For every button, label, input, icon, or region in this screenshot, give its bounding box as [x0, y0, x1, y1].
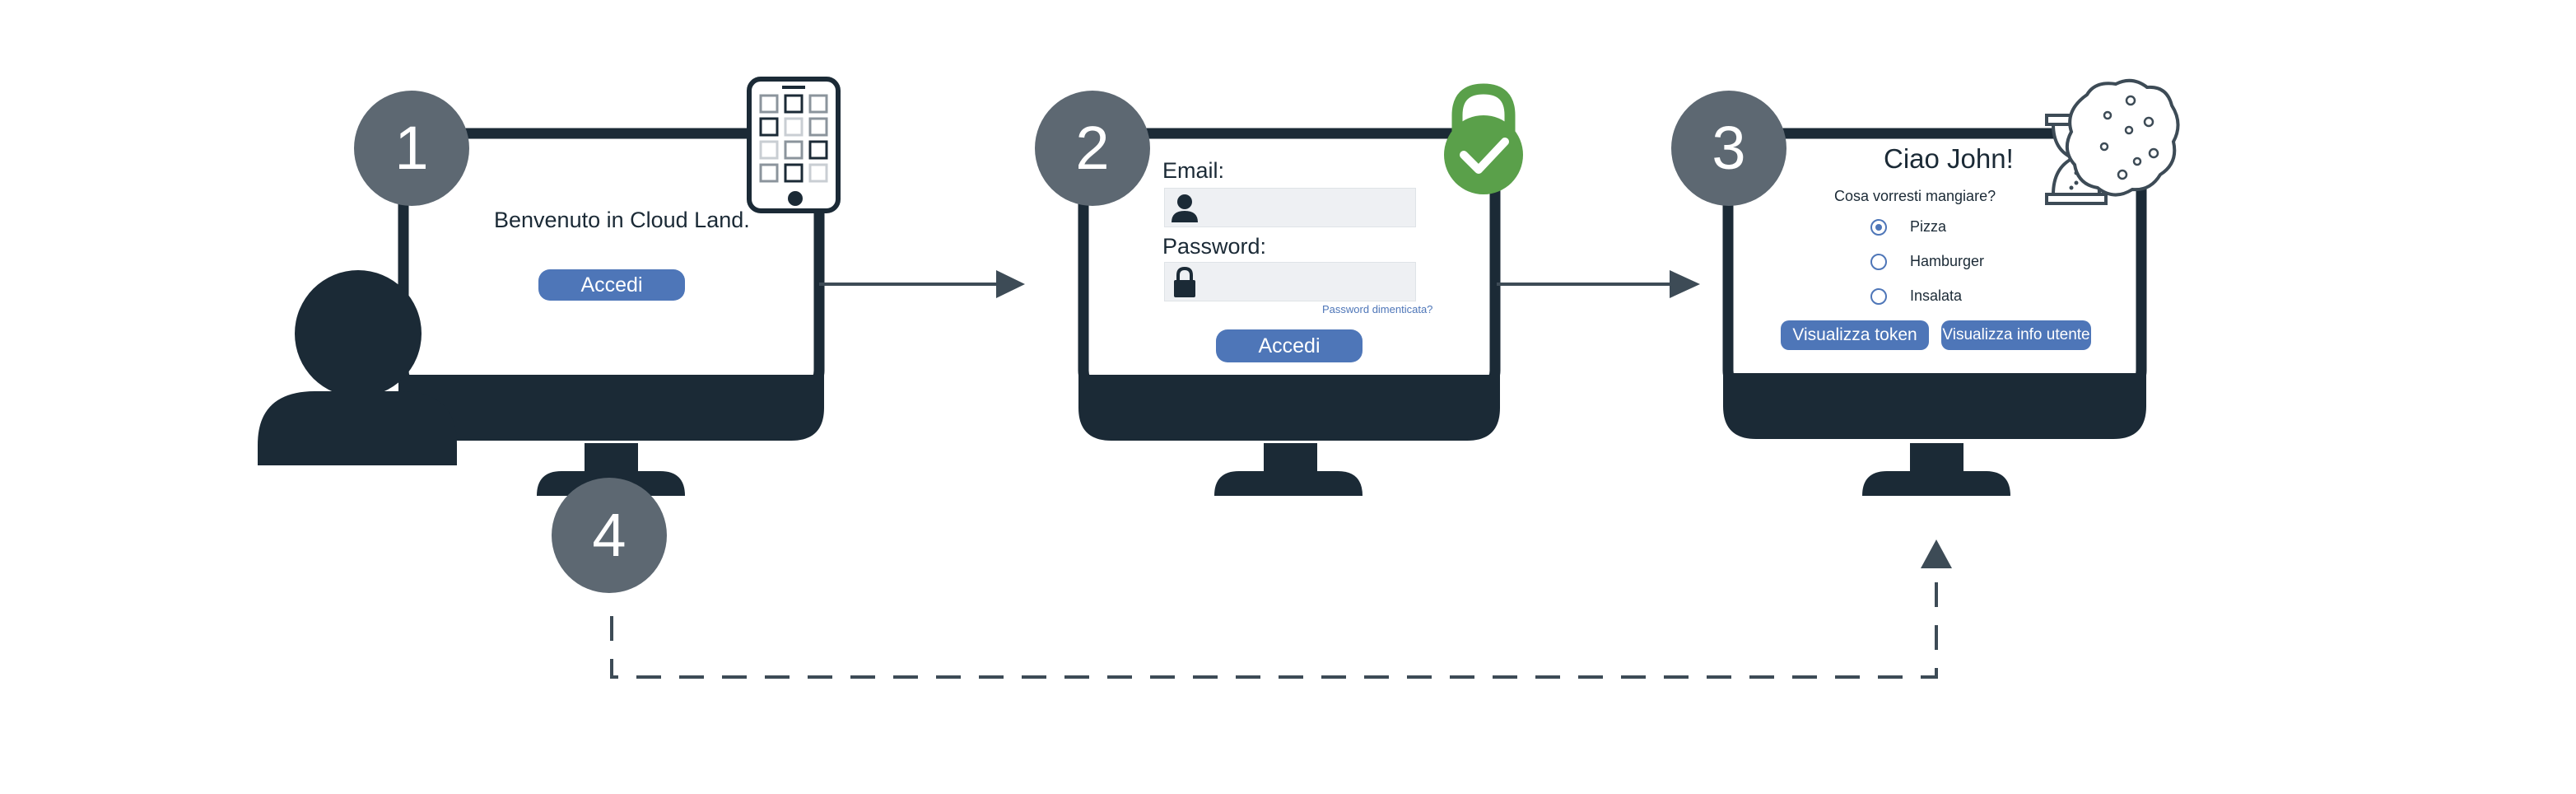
- login-button[interactable]: Accedi: [538, 269, 685, 301]
- lock-check-icon: [1444, 83, 1523, 194]
- email-field[interactable]: [1164, 188, 1416, 227]
- password-label: Password:: [1162, 234, 1267, 259]
- arrow-right-icon: [1497, 270, 1700, 298]
- radio-pizza[interactable]: [1870, 219, 1887, 236]
- step-3-badge: [1671, 91, 1786, 206]
- show-token-button[interactable]: Visualizza token: [1781, 320, 1929, 350]
- option-label: Hamburger: [1910, 253, 1985, 269]
- login-submit-button[interactable]: Accedi: [1216, 329, 1363, 362]
- step-2-badge: [1035, 91, 1150, 206]
- step-1-number: 1: [394, 114, 429, 182]
- lock-icon: [1174, 266, 1195, 297]
- option-label: Insalata: [1910, 287, 1963, 304]
- step-4-number: 4: [592, 501, 627, 569]
- radio-selected-dot: [1875, 224, 1882, 231]
- dashed-return-path: [610, 568, 1938, 679]
- welcome-text: Benvenuto in Cloud Land.: [494, 208, 750, 232]
- step-2-number: 2: [1075, 114, 1110, 182]
- cookie-icon: [2065, 78, 2180, 197]
- forgot-password-link[interactable]: Password dimenticata?: [1322, 303, 1433, 315]
- radio-hamburger[interactable]: [1870, 254, 1887, 270]
- mobile-authenticator-icon: [747, 77, 841, 213]
- user-icon: [1172, 194, 1198, 222]
- arrow-up-icon: [1921, 539, 1952, 568]
- email-label: Email:: [1162, 158, 1225, 183]
- step-3-number: 3: [1712, 114, 1746, 182]
- step-1-badge: [354, 91, 469, 206]
- show-user-info-button[interactable]: Visualizza info utente: [1941, 320, 2091, 350]
- option-label: Pizza: [1910, 218, 1947, 235]
- radio-insalata[interactable]: [1870, 288, 1887, 305]
- question-text: Cosa vorresti mangiare?: [1834, 188, 1996, 204]
- arrow-right-icon: [819, 270, 1025, 298]
- step-4-badge: [552, 478, 667, 593]
- user-icon: [258, 270, 457, 465]
- monitor-1: [398, 128, 825, 496]
- greeting-text: Ciao John!: [1884, 143, 2014, 174]
- password-field[interactable]: [1164, 262, 1416, 301]
